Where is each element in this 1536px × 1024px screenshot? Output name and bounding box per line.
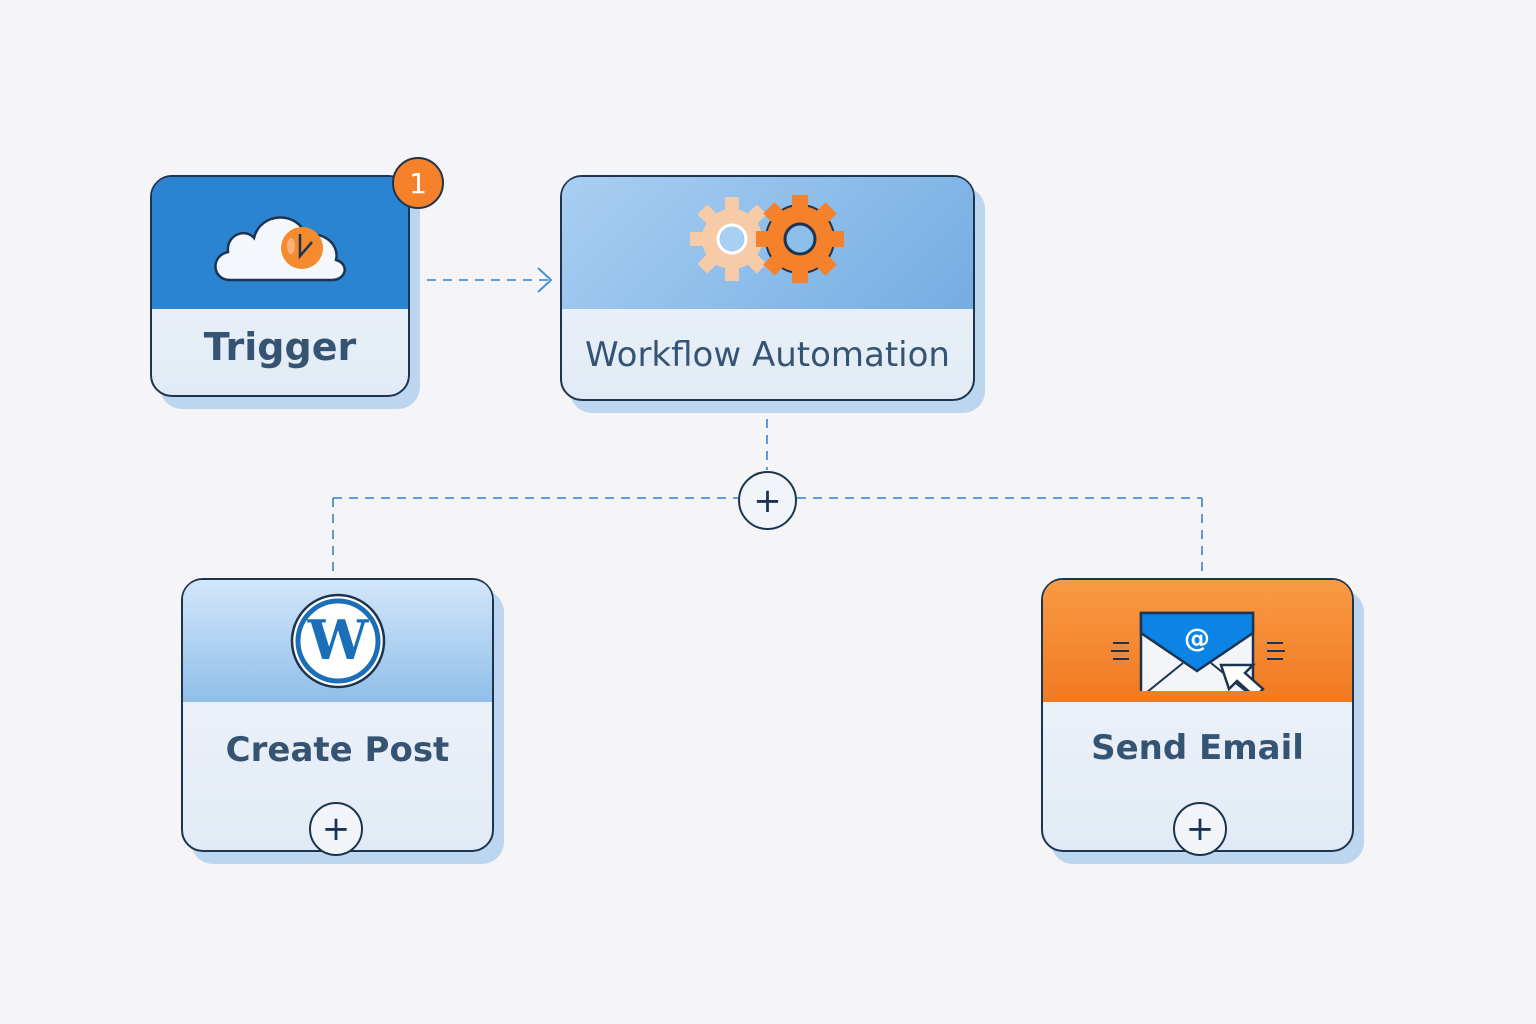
wordpress-icon: W (290, 593, 385, 689)
svg-text:W: W (306, 608, 369, 672)
node-header (152, 177, 408, 309)
add-branch-button[interactable]: + (738, 471, 797, 530)
node-send-email[interactable]: @ Send Email + (1041, 578, 1354, 856)
gears-icon (689, 195, 844, 283)
notification-badge: 1 (392, 157, 444, 209)
node-create-post[interactable]: W Create Post + (181, 578, 494, 856)
add-step-button[interactable]: + (309, 802, 363, 856)
arrow-head-icon (537, 267, 553, 293)
node-header: @ (1043, 580, 1352, 702)
svg-text:@: @ (1184, 624, 1210, 654)
node-workflow-automation[interactable]: Workflow Automation (560, 175, 975, 401)
node-header: W (183, 580, 492, 702)
email-click-icon: @ (1110, 611, 1285, 691)
node-trigger[interactable]: Trigger 1 (150, 157, 444, 397)
node-label: Workflow Automation (585, 335, 950, 375)
node-label: Create Post (225, 730, 450, 770)
cloud-clock-icon (214, 216, 346, 282)
node-label: Trigger (203, 325, 357, 369)
node-label: Send Email (1091, 728, 1304, 768)
add-step-button[interactable]: + (1173, 802, 1227, 856)
node-header (562, 177, 973, 309)
